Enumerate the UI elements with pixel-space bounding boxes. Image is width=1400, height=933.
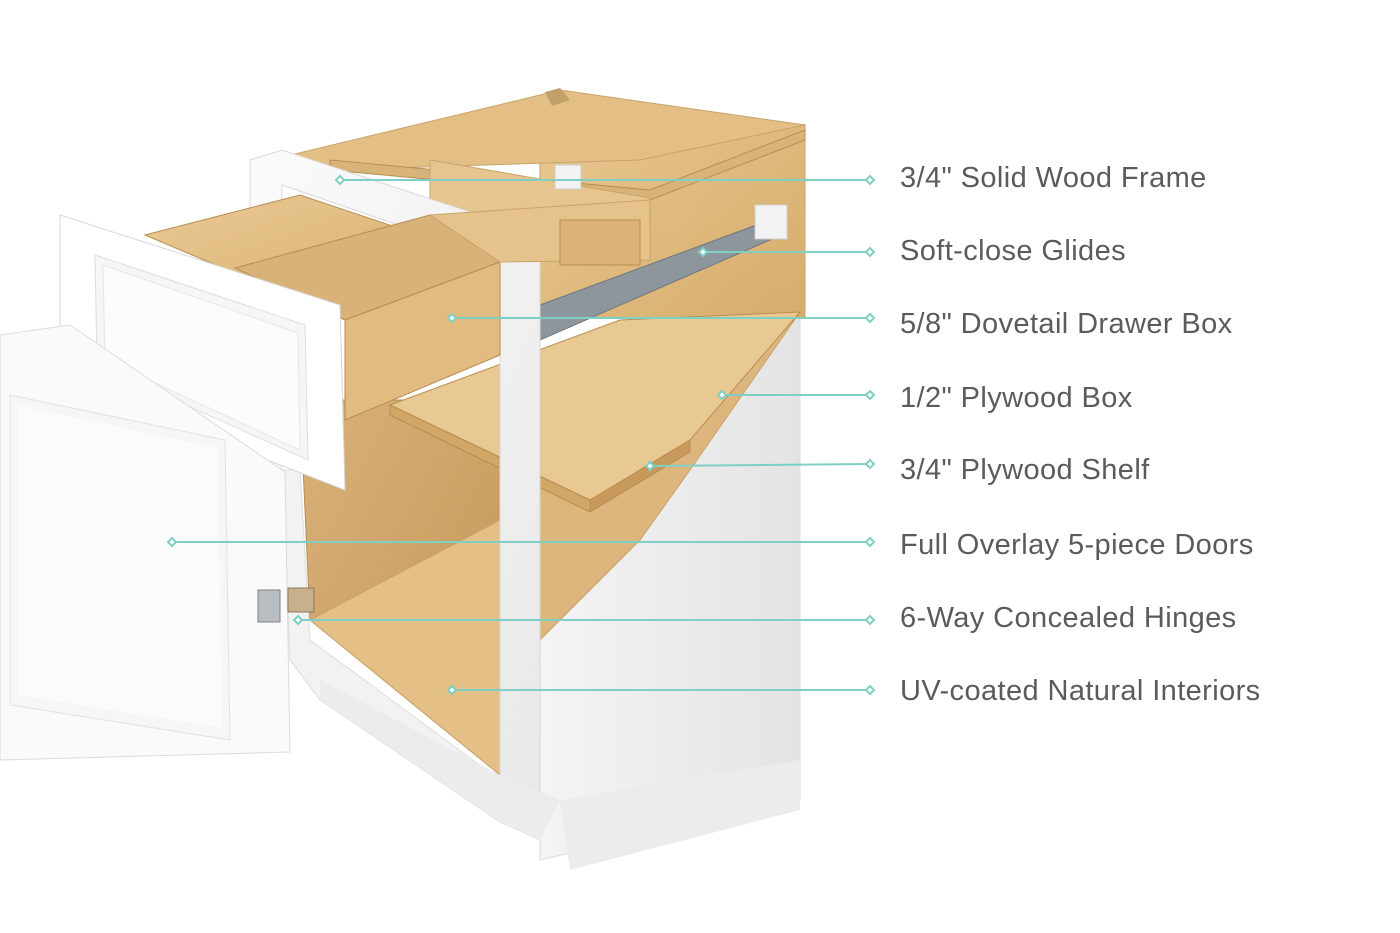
callout-label-box: 1/2" Plywood Box (900, 382, 1133, 414)
marker-box-end (864, 389, 876, 401)
marker-shelf-end (864, 458, 876, 470)
callout-label-interiors: UV-coated Natural Interiors (900, 675, 1261, 707)
dovetail-drawer-box (143, 194, 651, 421)
soft-close-glide (539, 164, 788, 341)
callout-label-shelf: 3/4" Plywood Shelf (900, 454, 1150, 486)
marker-drawer-end (864, 312, 876, 324)
marker-drawer-start (446, 312, 458, 324)
marker-shelf-start (644, 460, 656, 472)
callout-label-hinges: 6-Way Concealed Hinges (900, 602, 1237, 634)
leader-shelf (649, 463, 871, 467)
marker-glides-end (864, 246, 876, 258)
marker-frame-start (334, 174, 346, 186)
concealed-hinge (257, 587, 315, 623)
callout-label-doors: Full Overlay 5-piece Doors (900, 529, 1254, 561)
marker-interiors-end (864, 684, 876, 696)
marker-doors-start (166, 536, 178, 548)
marker-glides-start (697, 246, 709, 258)
callout-label-glides: Soft-close Glides (900, 235, 1126, 267)
marker-interiors-start (446, 684, 458, 696)
marker-doors-end (864, 536, 876, 548)
cabinet-door (0, 324, 291, 761)
callout-label-frame: 3/4" Solid Wood Frame (900, 162, 1207, 194)
callout-label-drawer: 5/8" Dovetail Drawer Box (900, 308, 1233, 340)
drawer-front (59, 214, 346, 491)
marker-hinges-start (292, 614, 304, 626)
marker-box-start (716, 389, 728, 401)
marker-hinges-end (864, 614, 876, 626)
marker-frame-end (864, 174, 876, 186)
